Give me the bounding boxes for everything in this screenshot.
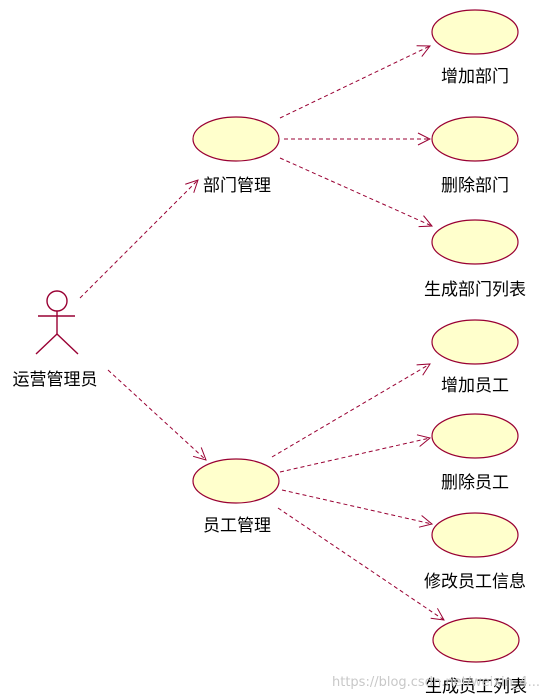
use-case-label: 生成部门列表 — [424, 280, 526, 300]
use-case-label: 增加部门 — [441, 67, 509, 87]
use-case-ellipse — [432, 617, 520, 663]
use-case-ellipse — [431, 413, 519, 459]
watermark: https://blog.csdn.net/weixin_4... — [332, 675, 540, 690]
use-case-ellipse — [431, 219, 519, 265]
use-case-emp-management[interactable]: 员工管理 — [192, 458, 280, 536]
use-case-add-employee[interactable]: 增加员工 — [431, 319, 519, 396]
use-case-modify-employee[interactable]: 修改员工信息 — [424, 512, 526, 592]
actor-label: 运营管理员 — [13, 370, 98, 390]
use-case-label: 部门管理 — [203, 176, 271, 196]
use-case-delete-employee[interactable]: 删除员工 — [431, 413, 519, 493]
use-case-list-departments[interactable]: 生成部门列表 — [424, 219, 526, 300]
use-case-ellipse — [431, 116, 519, 162]
connector-dept-to-add — [279, 46, 430, 119]
use-case-label: 员工管理 — [203, 516, 271, 536]
use-case-label: 增加员工 — [441, 376, 509, 396]
use-case-add-department[interactable]: 增加部门 — [431, 9, 519, 87]
use-case-label: 修改员工信息 — [424, 572, 526, 592]
use-case-label: 生成员工列表 — [425, 677, 527, 697]
connector-emp-to-add — [271, 364, 430, 458]
use-case-ellipse — [431, 9, 519, 55]
connectors — [79, 46, 444, 620]
connector-emp-to-delete — [279, 438, 430, 473]
use-case-list-employees[interactable]: 生成员工列表 — [425, 617, 527, 697]
use-case-ellipse — [192, 116, 280, 162]
actor: 运营管理员 — [13, 290, 98, 390]
actor-figure — [35, 290, 79, 355]
connector-actor-to-dept — [79, 180, 198, 299]
connector-actor-to-emp — [107, 369, 206, 460]
use-case-delete-department[interactable]: 删除部门 — [431, 116, 519, 196]
use-case-ellipse — [431, 319, 519, 365]
connector-emp-to-modify — [281, 489, 432, 524]
use-case-ellipse — [431, 512, 519, 558]
connector-emp-to-list — [277, 507, 444, 620]
connector-dept-to-list — [279, 157, 432, 226]
use-case-ellipse — [192, 458, 280, 504]
use-case-label: 删除员工 — [441, 473, 509, 493]
use-case-dept-management[interactable]: 部门管理 — [192, 116, 280, 196]
use-case-label: 删除部门 — [441, 176, 509, 196]
